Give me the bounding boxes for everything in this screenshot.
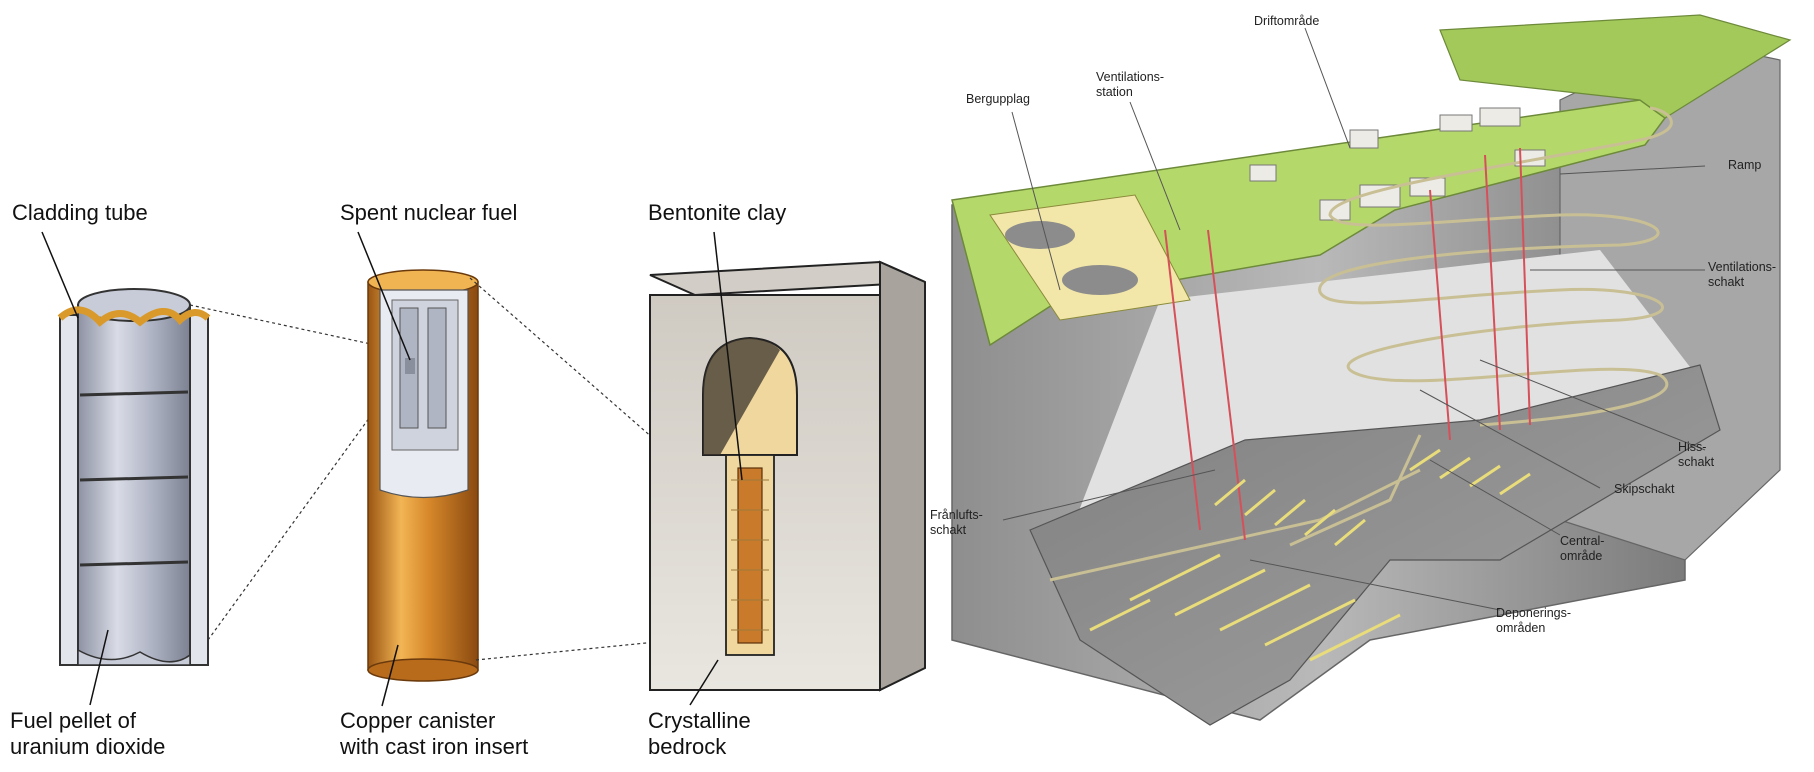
label-fuel-pellet: Fuel pellet of uranium dioxide [10, 708, 166, 759]
label-skipschakt: Skipschakt [1614, 482, 1675, 496]
label-bentonite-clay: Bentonite clay [648, 200, 787, 225]
label-franluftsschakt: Frånlufts- schakt [930, 508, 983, 537]
label-ventilationsschakt: Ventilations- schakt [1708, 260, 1777, 289]
fuel-rod [41, 231, 211, 706]
copper-canister [357, 231, 479, 707]
label-hissschakt: Hiss- schakt [1678, 440, 1715, 469]
label-spent-nuclear-fuel: Spent nuclear fuel [340, 200, 518, 225]
label-driftomrade: Driftområde [1254, 14, 1320, 28]
label-ramp: Ramp [1728, 158, 1762, 172]
repository-cutaway [951, 14, 1792, 726]
label-bergupplag: Bergupplag [966, 92, 1030, 106]
label-deponeringsomraden: Deponerings- områden [1496, 606, 1572, 635]
label-ventilationsstation: Ventilations- station [1096, 70, 1165, 99]
bedrock-block [649, 231, 926, 706]
label-centralomrade: Central- område [1560, 534, 1605, 563]
label-cladding-tube: Cladding tube [12, 200, 148, 225]
label-crystalline-bedrock: Crystalline bedrock [648, 708, 751, 759]
label-copper-canister: Copper canister with cast iron insert [340, 708, 529, 759]
